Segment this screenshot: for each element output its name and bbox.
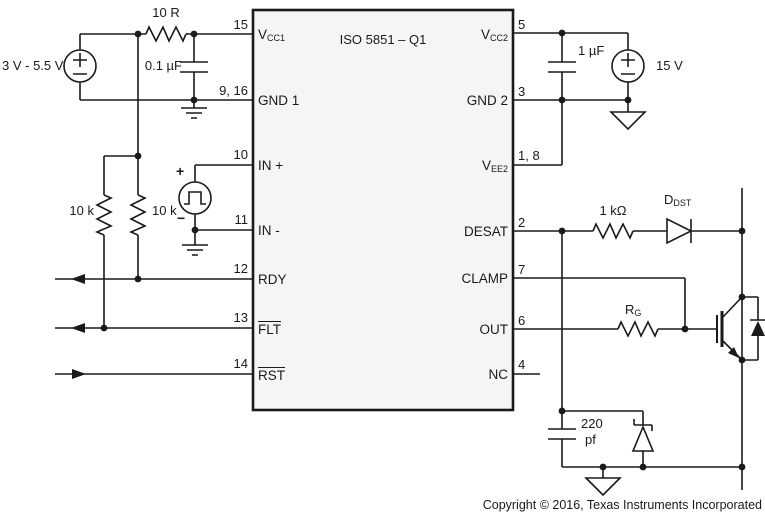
pullup-right-label: 10 k xyxy=(152,203,177,218)
junction-dots xyxy=(100,29,746,471)
pin-number-2: 2 xyxy=(518,215,526,230)
pin-number-9-16: 9, 16 xyxy=(219,83,248,98)
earth-ground-input xyxy=(181,100,207,119)
pin-label-out: OUT xyxy=(479,322,509,337)
pin-number-3: 3 xyxy=(518,84,526,99)
output-supply-circuit xyxy=(513,32,647,166)
blanking-cap-unit: pf xyxy=(585,432,596,447)
pin-number-15: 15 xyxy=(233,17,248,32)
pin-label-gnd2: GND 2 xyxy=(466,93,508,108)
pulse-plus-sign: + xyxy=(176,163,185,179)
pin-number-5: 5 xyxy=(518,17,526,32)
pin-label-gnd1: GND 1 xyxy=(258,93,300,108)
input-supply-source xyxy=(63,34,97,100)
pulse-minus-sign: − xyxy=(177,210,186,226)
pin-label-clamp: CLAMP xyxy=(461,271,508,286)
pin-label-in-plus: IN + xyxy=(258,158,284,173)
pulse-source xyxy=(178,164,253,256)
pin-number-13: 13 xyxy=(233,310,248,325)
pin-label-rdy: RDY xyxy=(258,272,287,287)
pin-number-14: 14 xyxy=(233,356,248,371)
pullup-left-label: 10 k xyxy=(69,203,94,218)
pin-label-vcc1: VCC1 xyxy=(258,27,286,43)
pin-label-in-minus: IN - xyxy=(258,223,280,238)
pin-number-6: 6 xyxy=(518,313,526,328)
desat-branch xyxy=(513,217,742,411)
pin-label-vcc2: VCC2 xyxy=(480,27,508,43)
pin-label-nc: NC xyxy=(488,367,509,382)
blanking-cap-value: 220 xyxy=(581,416,603,431)
input-supply-label: 3 V - 5.5 V xyxy=(2,58,64,73)
pin-label-flt: FLT xyxy=(258,322,281,337)
output-supply-label: 15 V xyxy=(656,58,683,73)
desat-resistor-label: 1 kΩ xyxy=(599,203,627,218)
pin-number-1-8: 1, 8 xyxy=(518,148,540,163)
pin-number-11: 11 xyxy=(234,212,249,227)
pin-label-vee2: VEE2 xyxy=(481,158,508,174)
ic-title: ISO 5851 – Q1 xyxy=(339,32,427,47)
input-bypass-cap-label: 0.1 µF xyxy=(144,58,182,73)
blanking-network xyxy=(548,410,742,497)
output-bypass-cap-label: 1 µF xyxy=(578,43,605,58)
control-lines xyxy=(55,274,253,379)
series-resistor-label: 10 R xyxy=(152,5,180,20)
desat-diode-label: DDST xyxy=(664,192,692,208)
pin-number-4: 4 xyxy=(518,357,526,372)
input-bypass-cap xyxy=(180,34,208,100)
pin-label-rst: RST xyxy=(258,368,285,383)
igbt xyxy=(716,188,765,490)
pin-number-12: 12 xyxy=(233,261,248,276)
copyright-text: Copyright © 2016, Texas Instruments Inco… xyxy=(482,498,762,512)
ic-body xyxy=(251,8,515,412)
gate-resistor-label: RG xyxy=(625,302,642,318)
pullup-network xyxy=(94,34,147,328)
pin-number-10: 10 xyxy=(233,147,248,162)
pin-label-desat: DESAT xyxy=(463,224,508,239)
pin-number-7: 7 xyxy=(518,262,526,277)
